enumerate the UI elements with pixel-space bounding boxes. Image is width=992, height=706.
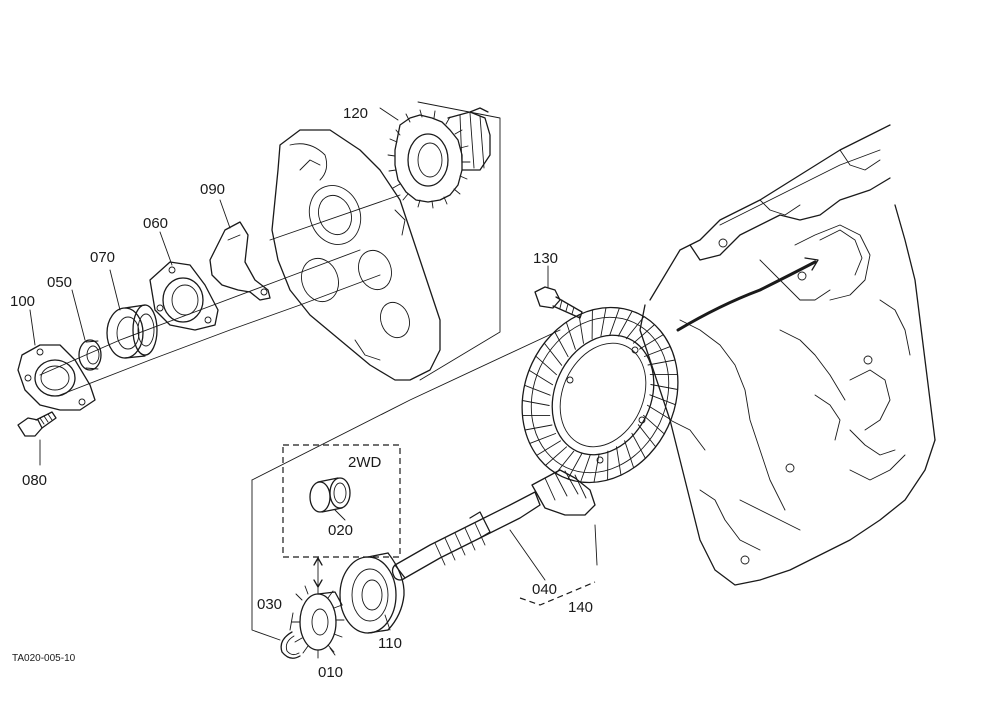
figure-code: TA020-005-10 — [12, 653, 76, 664]
ring-gear-tooth — [624, 440, 635, 469]
part-labels: 120 090 060 070 050 100 080 130 2WD 020 … — [10, 105, 593, 681]
part-080-bolt — [17, 411, 57, 437]
ring-gear-tooth — [650, 384, 679, 390]
ring-gear-tooth — [649, 394, 676, 406]
ring-gear-tooth — [578, 314, 584, 344]
label-130: 130 — [533, 250, 558, 267]
ring-gear-tooth — [617, 310, 633, 337]
ring-gear-tooth — [625, 316, 645, 340]
leader-lines — [29, 107, 598, 656]
part-130-bolt — [534, 286, 583, 319]
ring-gear-tooth — [529, 433, 557, 444]
label-110: 110 — [378, 635, 402, 652]
ring-gear-tooth — [616, 446, 622, 476]
part-020-collar — [309, 477, 351, 513]
part-030-circlip — [280, 631, 301, 659]
label-070: 070 — [90, 249, 115, 266]
ring-gear-tooth — [535, 355, 557, 376]
ring-gear-tooth — [555, 450, 575, 474]
ring-gear-tooth — [646, 404, 672, 421]
transmission-case — [639, 124, 936, 586]
ring-gear-tooth — [600, 307, 607, 337]
ring-gear-tooth — [632, 324, 655, 344]
part-120-gear-cluster — [387, 107, 491, 209]
label-060: 060 — [143, 215, 168, 232]
part-040-pinion-shaft — [391, 469, 596, 581]
ring-gear-tooth — [554, 331, 569, 358]
ring-gear-tooth — [524, 384, 551, 396]
part-140-ring-gear — [521, 306, 679, 484]
part-100-cover-plate — [17, 344, 96, 411]
label-080: 080 — [22, 472, 47, 489]
label-010: 010 — [318, 664, 343, 681]
ring-gear-tooth — [639, 334, 664, 350]
ring-gear-tooth — [524, 424, 553, 431]
label-140: 140 — [568, 599, 593, 616]
ring-gear-tooth — [543, 342, 563, 366]
part-050-oil-seal — [78, 339, 102, 371]
gear-housing-cover — [271, 129, 441, 381]
label-040: 040 — [532, 581, 557, 598]
ring-gear-tooth — [528, 369, 554, 386]
ring-gear-tooth — [631, 432, 646, 459]
ring-gear-tooth — [580, 454, 591, 483]
part-110-ball-bearing — [339, 552, 405, 634]
ring-gear-tooth — [545, 446, 568, 466]
part-010-small-gear — [291, 585, 345, 659]
label-050: 050 — [47, 274, 72, 291]
ring-gear-tooth — [647, 359, 676, 366]
label-020: 020 — [328, 522, 353, 539]
part-070-ball-bearing — [106, 304, 158, 359]
ring-gear-tooth — [593, 453, 600, 483]
ring-gear-tooth — [565, 321, 576, 350]
assembly-axis-left — [39, 101, 501, 396]
ring-gear-tooth — [536, 440, 561, 456]
ring-gear-tooth — [637, 424, 657, 448]
label-090: 090 — [200, 181, 225, 198]
part-090-fork-plate — [209, 221, 271, 301]
label-100: 100 — [10, 293, 35, 310]
variant-label-2wd: 2WD — [348, 454, 382, 471]
label-030: 030 — [257, 596, 282, 613]
ring-gear-tooth — [643, 346, 671, 357]
ring-gear-tooth — [521, 400, 550, 406]
part-060-bearing-holder — [149, 261, 219, 331]
ring-gear-tooth — [643, 414, 665, 435]
ring-gear-tooth — [609, 307, 620, 336]
label-120: 120 — [343, 105, 368, 122]
